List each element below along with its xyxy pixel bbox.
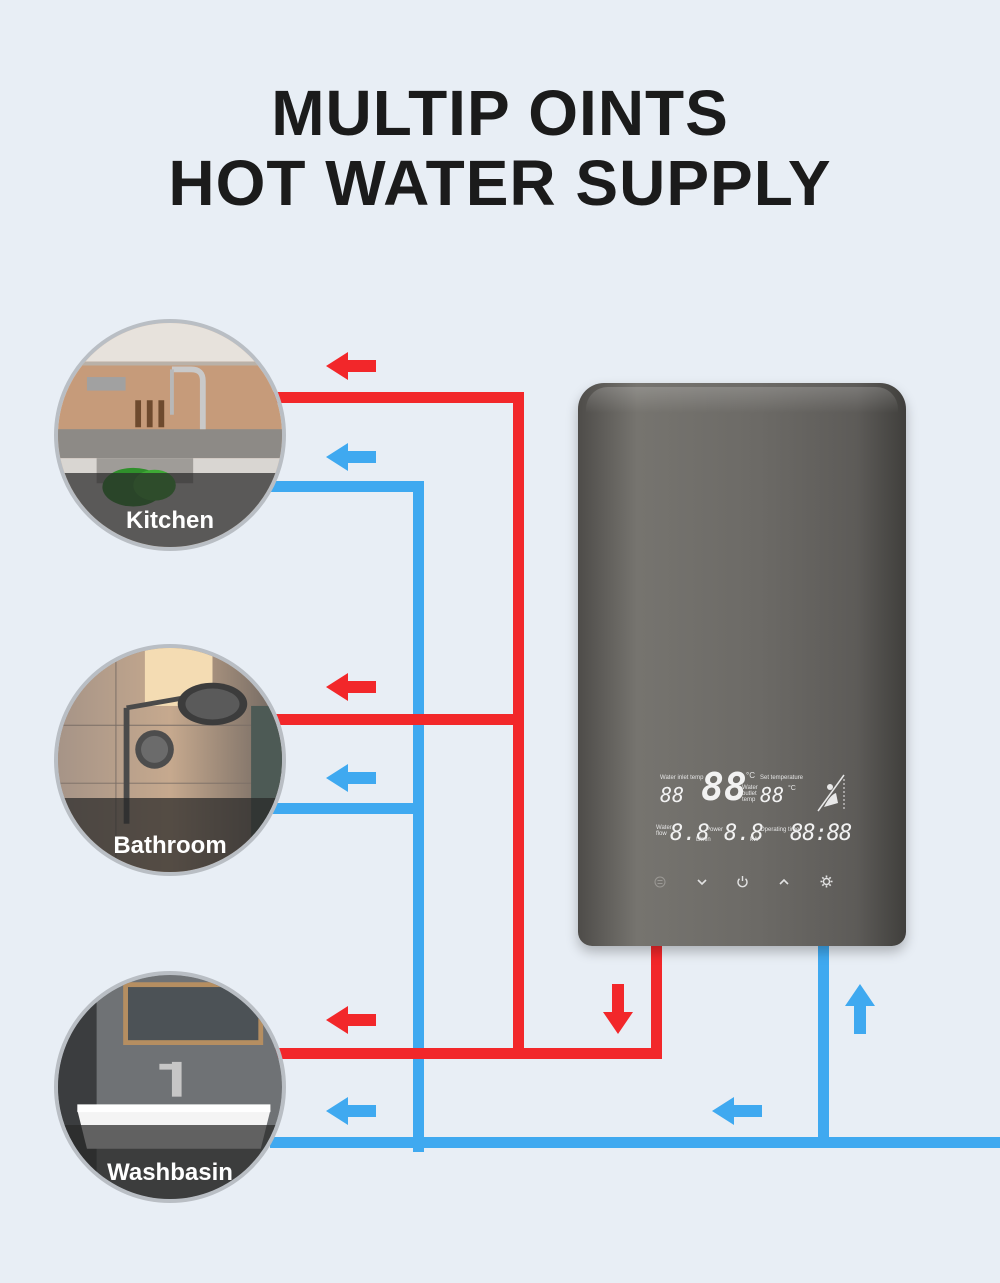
hot-flow-arrow-down-icon — [603, 984, 633, 1034]
cold-flow-arrow-left-icon — [326, 443, 376, 471]
power-label: Power — [706, 827, 724, 833]
set-temp-unit: °C — [788, 785, 796, 792]
hot-pipe-kitchen-branch — [270, 392, 524, 403]
power-icon[interactable] — [736, 875, 749, 888]
kitchen-photo: Kitchen — [54, 319, 286, 551]
title-line-2: HOT WATER SUPPLY — [168, 147, 832, 219]
operating-time-value: 88:88 — [790, 821, 852, 846]
water-heater: Water inlet temp 88 88 °C Water outlet t… — [578, 383, 906, 946]
cold-flow-arrow-left-icon — [326, 764, 376, 792]
washbasin-label: Washbasin — [107, 1159, 233, 1186]
water-flow-value: 8.8 — [670, 821, 710, 846]
hot-pipe-heater-outlet — [651, 946, 662, 1059]
power-unit: kW — [750, 837, 759, 843]
cold-pipe-bathroom-branch — [270, 803, 414, 814]
chevron-up-icon[interactable] — [778, 877, 790, 887]
menu-icon[interactable] — [654, 876, 666, 888]
shower-person-icon — [817, 774, 845, 812]
water-flow-label: Water flow — [656, 825, 672, 837]
bathroom-label-band — [58, 798, 282, 872]
washbasin-label-band — [58, 1125, 282, 1199]
water-inlet-temp-value: 88 — [660, 783, 685, 807]
kitchen-label: Kitchen — [125, 507, 214, 534]
cold-pipe-kitchen-branch — [270, 481, 424, 492]
bathroom-label: Bathroom — [113, 832, 227, 859]
hot-pipe-washbasin-branch — [270, 1048, 662, 1059]
cold-flow-arrow-left-icon — [712, 1097, 762, 1125]
hot-flow-arrow-left-icon — [326, 673, 376, 701]
cold-flow-arrow-left-icon — [326, 1097, 376, 1125]
water-outlet-temp-label: Water outlet temp — [742, 785, 758, 803]
set-temp-value: 88 — [760, 783, 785, 807]
water-flow-unit: L/min — [696, 837, 711, 843]
title-line-1: MULTIP OINTS — [271, 77, 729, 149]
operating-time-label: Operating time — [760, 827, 800, 833]
cold-pipe-heater-inlet — [818, 946, 829, 1148]
hot-flow-arrow-left-icon — [326, 1006, 376, 1034]
bathroom-photo: Bathroom — [54, 644, 286, 876]
cold-pipe-main — [270, 1137, 1000, 1148]
hot-pipe-riser — [513, 392, 524, 1059]
cold-flow-arrow-up-icon — [845, 984, 875, 1034]
washbasin-photo: Washbasin — [54, 971, 286, 1203]
water-inlet-temp-label: Water inlet temp — [660, 775, 704, 781]
cold-pipe-riser-left — [413, 481, 424, 1152]
kitchen-label-band — [58, 473, 282, 547]
chevron-down-icon[interactable] — [696, 877, 708, 887]
hot-pipe-bathroom-branch — [270, 714, 524, 725]
gear-icon[interactable] — [820, 875, 833, 888]
main-temp-value: 88 — [701, 765, 747, 809]
hot-flow-arrow-left-icon — [326, 352, 376, 380]
power-value: 8.8 — [724, 821, 764, 846]
main-temp-unit: °C — [746, 771, 755, 780]
set-temp-label: Set temperature — [760, 775, 804, 781]
heater-top-cap — [586, 387, 898, 413]
